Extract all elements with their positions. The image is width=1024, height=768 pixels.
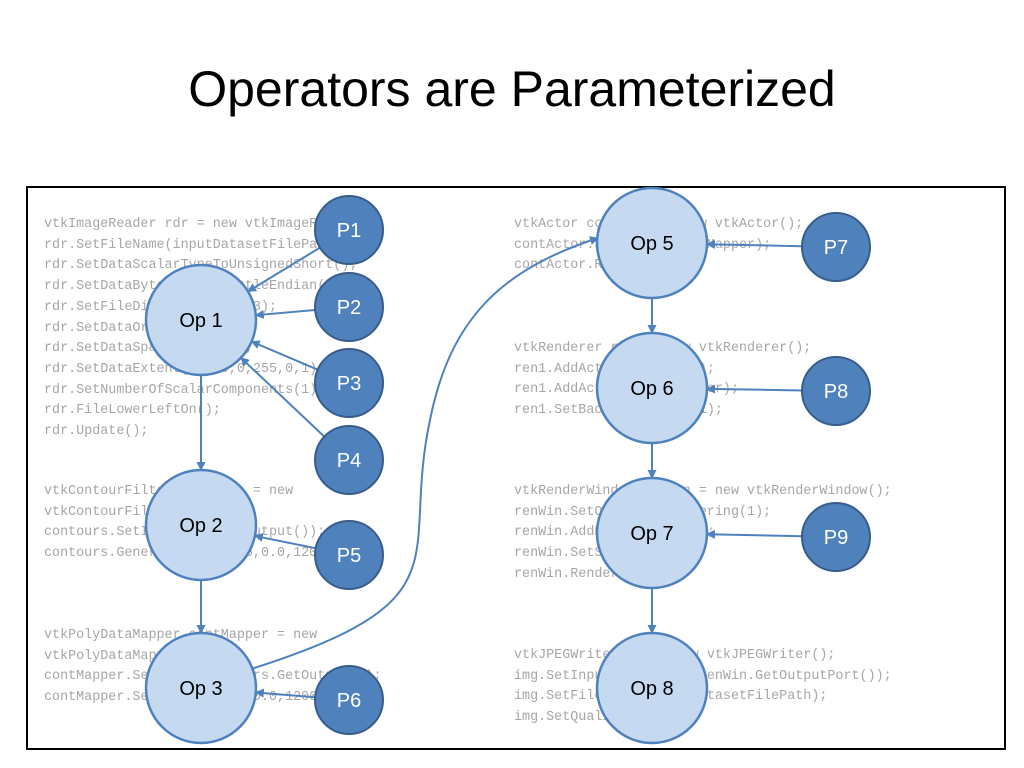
param-edge-p1-op1 xyxy=(247,246,321,293)
parameter-label: P6 xyxy=(337,690,361,712)
parameter-label: P9 xyxy=(824,527,848,549)
code-line: rdr.FileLowerLeftOn(); xyxy=(44,403,221,419)
param-edge-p2-op1 xyxy=(254,308,316,319)
parameter-label: P7 xyxy=(824,237,848,259)
code-line: vtkRenderWindow renWin = new vtkRenderWi… xyxy=(514,484,892,499)
parameter-node-p2: P2 xyxy=(314,272,384,342)
operator-node-op5: Op 5 xyxy=(595,186,709,300)
slide-title: Operators are Parameterized xyxy=(188,61,836,117)
param-edge-p9-op7 xyxy=(705,529,803,539)
operator-node-op7: Op 7 xyxy=(595,476,709,590)
parameter-node-p6: P6 xyxy=(314,665,384,735)
operator-circle xyxy=(595,186,709,300)
operator-node-op8: Op 8 xyxy=(595,631,709,745)
param-edge-p4-op1 xyxy=(240,357,325,438)
operator-circle xyxy=(595,476,709,590)
operator-node-op6: Op 6 xyxy=(595,331,709,445)
operator-circle xyxy=(144,468,258,582)
parameter-circle xyxy=(801,356,871,426)
operator-circle xyxy=(144,631,258,745)
operator-label: Op 8 xyxy=(630,678,673,700)
param-edge-p8-op6 xyxy=(705,384,803,394)
parameter-node-p1: P1 xyxy=(314,195,384,265)
parameter-node-p7: P7 xyxy=(801,212,871,282)
parameter-label: P1 xyxy=(337,220,361,242)
parameter-node-p9: P9 xyxy=(801,502,871,572)
parameter-circle xyxy=(801,502,871,572)
parameter-label: P5 xyxy=(337,545,361,567)
parameter-node-p8: P8 xyxy=(801,356,871,426)
parameter-label: P2 xyxy=(337,297,361,319)
parameter-circle xyxy=(314,520,384,590)
operator-circle xyxy=(144,263,258,377)
param-edge-p5-op2 xyxy=(253,533,316,550)
operator-circle xyxy=(595,331,709,445)
operator-label: Op 2 xyxy=(179,515,222,537)
code-line: rdr.SetFileName(inputDatasetFilePath); xyxy=(44,237,350,253)
operator-label: Op 7 xyxy=(630,523,673,545)
parameter-circle xyxy=(801,212,871,282)
operator-node-op3: Op 3 xyxy=(144,631,258,745)
operator-label: Op 6 xyxy=(630,378,673,400)
parameter-label: P3 xyxy=(337,373,361,395)
parameter-circle xyxy=(314,195,384,265)
code-line: rdr.Update(); xyxy=(44,424,149,440)
param-edge-p3-op1 xyxy=(250,340,319,371)
operator-label: Op 3 xyxy=(179,678,222,700)
parameter-circle xyxy=(314,272,384,342)
operator-node-op1: Op 1 xyxy=(144,263,258,377)
operator-label: Op 5 xyxy=(630,233,673,255)
parameter-label: P8 xyxy=(824,381,848,403)
parameter-circle xyxy=(314,665,384,735)
operator-node-op2: Op 2 xyxy=(144,468,258,582)
parameter-label: P4 xyxy=(337,450,361,472)
operator-circle xyxy=(595,631,709,745)
code-line: rdr.SetNumberOfScalarComponents(1); xyxy=(44,382,326,398)
diagram-frame xyxy=(26,186,1006,750)
operator-label: Op 1 xyxy=(179,310,222,332)
flow-edge-op3-op5 xyxy=(247,236,599,671)
param-edge-p6-op3 xyxy=(254,688,316,699)
parameter-circle xyxy=(314,348,384,418)
parameter-node-p3: P3 xyxy=(314,348,384,418)
parameter-node-p5: P5 xyxy=(314,520,384,590)
parameter-circle xyxy=(314,425,384,495)
parameter-node-p4: P4 xyxy=(314,425,384,495)
param-edge-p7-op5 xyxy=(705,239,803,249)
